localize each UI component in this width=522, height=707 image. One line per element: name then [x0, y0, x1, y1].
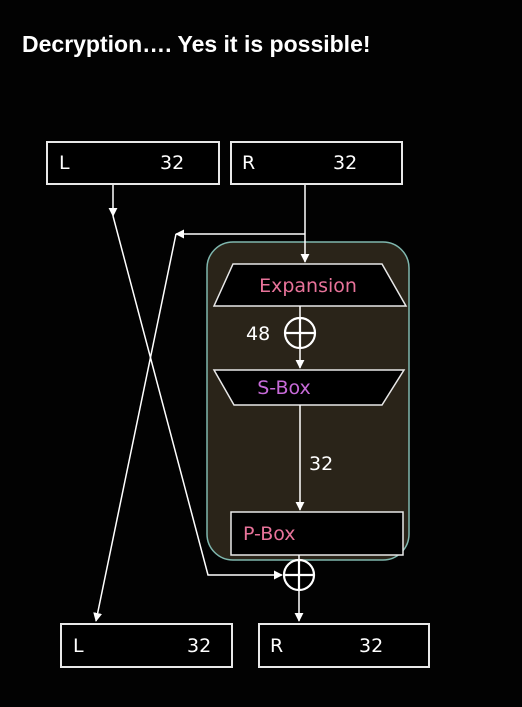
bottom-right-bits: 32 [359, 635, 383, 657]
top-right-half-box: R 32 [230, 141, 403, 185]
sbox-bits-label: 32 [309, 453, 333, 475]
bottom-left-bits: 32 [187, 635, 211, 657]
bottom-right-letter: R [270, 635, 283, 657]
top-right-bits: 32 [333, 152, 357, 174]
pbox-label: P-Box [243, 523, 296, 545]
slide-title: Decryption…. Yes it is possible! [22, 31, 371, 57]
top-right-letter: R [242, 152, 255, 174]
top-left-half-box: L 32 [46, 141, 220, 185]
top-left-bits: 32 [160, 152, 184, 174]
expansion-label: Expansion [259, 275, 357, 297]
sbox-block: S-Box [212, 369, 406, 406]
xor-function-icon [283, 316, 317, 350]
bottom-left-letter: L [73, 635, 84, 657]
expansion-block: Expansion [212, 263, 408, 307]
sbox-label: S-Box [257, 377, 311, 399]
connector-lines [93, 185, 310, 622]
bottom-right-half-box: R 32 [258, 623, 430, 668]
r-to-bottom-left-arrow [93, 233, 177, 622]
l-to-xor-arrow [112, 215, 283, 580]
bottom-left-half-box: L 32 [60, 623, 233, 668]
top-left-letter: L [59, 152, 70, 174]
xor-output-icon [282, 558, 316, 592]
pbox-block: P-Box [230, 511, 404, 556]
expansion-bits-label: 48 [246, 323, 270, 345]
